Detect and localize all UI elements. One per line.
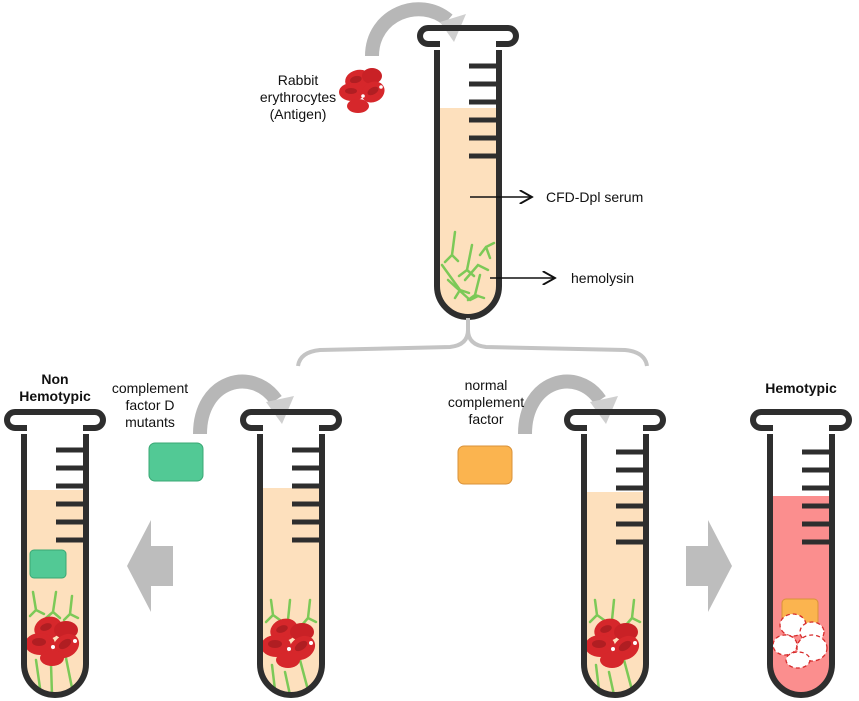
top-tube (417, 25, 519, 320)
normal-factor-label-line-3: factor (468, 411, 504, 427)
normal-factor-label-line-1: normal (464, 377, 508, 393)
serum-label: CFD-Dpl serum (546, 189, 644, 205)
result-arrow-right (686, 520, 732, 612)
normal-factor-label: normal complement factor (436, 377, 536, 428)
middle-right-tube (564, 409, 666, 698)
non-hemotypic-label-line-2: Hemotypic (19, 388, 91, 404)
serum-fill (437, 108, 499, 317)
non-hemotypic-label-line-1: Non (41, 371, 69, 387)
factor-d-mutant-in-tube (29, 549, 67, 579)
antibody-cluster (440, 230, 496, 302)
lysed-cells (772, 613, 828, 669)
middle-left-tube (240, 409, 342, 698)
antigen-label-line-1: Rabbit (277, 72, 319, 88)
factor-d-label-line-1: complement (111, 380, 189, 396)
tube-graduations (469, 63, 499, 159)
result-arrow-left (127, 520, 173, 612)
tube-rim (417, 25, 519, 47)
normal-factor-label-line-2: complement (447, 394, 525, 410)
hemotypic-label: Hemotypic (765, 380, 837, 396)
non-hemotypic-tube (4, 409, 106, 698)
non-hemotypic-label: Non Hemotypic (5, 371, 105, 405)
hemolysin-label: hemolysin (571, 270, 635, 286)
factor-d-mutants-label: complement factor D mutants (100, 380, 200, 431)
tube-outline (434, 50, 502, 320)
rbc-cluster (261, 618, 316, 668)
hemotypic-tube (750, 409, 852, 698)
factor-d-label-line-3: mutants (125, 414, 175, 430)
factor-d-mutant-block (148, 442, 204, 482)
antigen-label-line-3: (Antigen) (269, 106, 327, 122)
rabbit-erythrocytes-icon (339, 68, 385, 113)
factor-d-label-line-2: factor D (125, 397, 175, 413)
normal-complement-factor-block (457, 445, 513, 485)
antigen-label-line-2: erythrocytes (259, 89, 337, 105)
antigen-label: Rabbit erythrocytes (Antigen) (248, 72, 348, 123)
branch-brace (296, 318, 649, 367)
